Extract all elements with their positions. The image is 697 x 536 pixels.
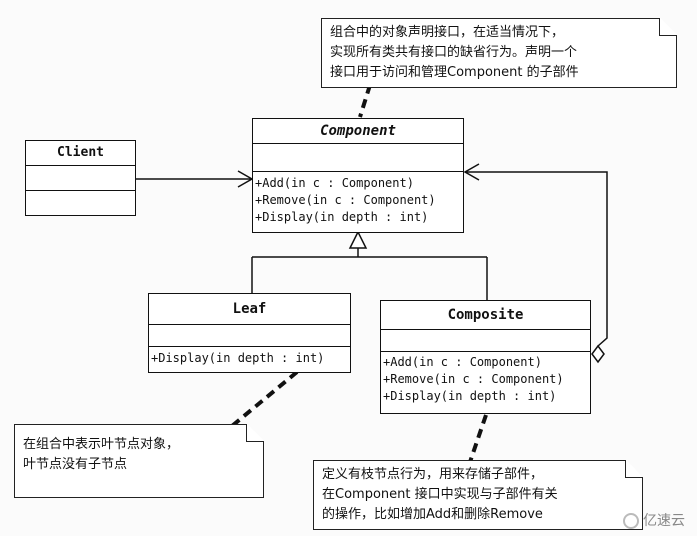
operation: +Display(in depth : int) [383, 389, 557, 403]
operation: +Add(in c : Component) [383, 355, 542, 369]
note-fold [246, 424, 264, 442]
note-line: 在Component 接口中实现与子部件有关 [322, 487, 558, 502]
note-line: 实现所有类共有接口的缺省行为。声明一个 [330, 45, 578, 60]
note-line: 在组合中表示叶节点对象， [23, 437, 180, 452]
note-fold [659, 18, 677, 36]
composite-class-title: Composite [447, 307, 524, 323]
watermark: 亿速云 [623, 510, 685, 530]
operation: +Add(in c : Component) [255, 176, 414, 190]
client-class-title: Client [57, 145, 104, 160]
note-anchor-composite [468, 414, 488, 463]
note-leaf: 在组合中表示叶节点对象， 叶节点没有子节点 [14, 424, 264, 498]
component-class-title: Component [320, 123, 396, 139]
note-line: 叶节点没有子节点 [23, 457, 128, 472]
component-class[interactable]: Component +Add(in c : Component) +Remove… [252, 118, 464, 233]
client-class[interactable]: Client [25, 140, 136, 216]
note-anchor-leaf [230, 370, 299, 428]
note-fold [625, 460, 643, 478]
component-operations: +Add(in c : Component) +Remove(in c : Co… [253, 171, 463, 232]
note-line: 定义有枝节点行为，用来存储子部件， [322, 467, 544, 482]
composite-operations: +Add(in c : Component) +Remove(in c : Co… [381, 351, 590, 405]
composite-attributes [381, 329, 590, 351]
note-line: 的操作，比如增加Add和删除Remove [322, 507, 543, 522]
leaf-attributes [149, 324, 350, 346]
operation: +Remove(in c : Component) [255, 193, 436, 207]
leaf-class[interactable]: Leaf +Display(in depth : int) [148, 293, 351, 373]
aggregation-diamond [591, 344, 605, 364]
operation: +Remove(in c : Component) [383, 372, 564, 386]
client-operations [26, 190, 135, 214]
composite-class[interactable]: Composite +Add(in c : Component) +Remove… [380, 300, 591, 414]
leaf-class-title: Leaf [232, 301, 267, 317]
client-attributes [26, 165, 135, 190]
operation: +Display(in depth : int) [255, 210, 429, 224]
note-line: 接口用于访问和管理Component 的子部件 [330, 65, 579, 80]
note-composite: 定义有枝节点行为，用来存储子部件， 在Component 接口中实现与子部件有关… [313, 460, 643, 530]
watermark-text: 亿速云 [643, 513, 685, 529]
leaf-operations: +Display(in depth : int) [149, 346, 350, 367]
generalization-arrow [348, 230, 368, 249]
watermark-logo-icon [623, 513, 639, 529]
note-line: 组合中的对象声明接口，在适当情况下， [330, 25, 565, 40]
note-component: 组合中的对象声明接口，在适当情况下， 实现所有类共有接口的缺省行为。声明一个 接… [321, 18, 677, 88]
note-anchor-component [358, 84, 372, 118]
operation: +Display(in depth : int) [151, 351, 325, 365]
component-attributes [253, 143, 463, 171]
